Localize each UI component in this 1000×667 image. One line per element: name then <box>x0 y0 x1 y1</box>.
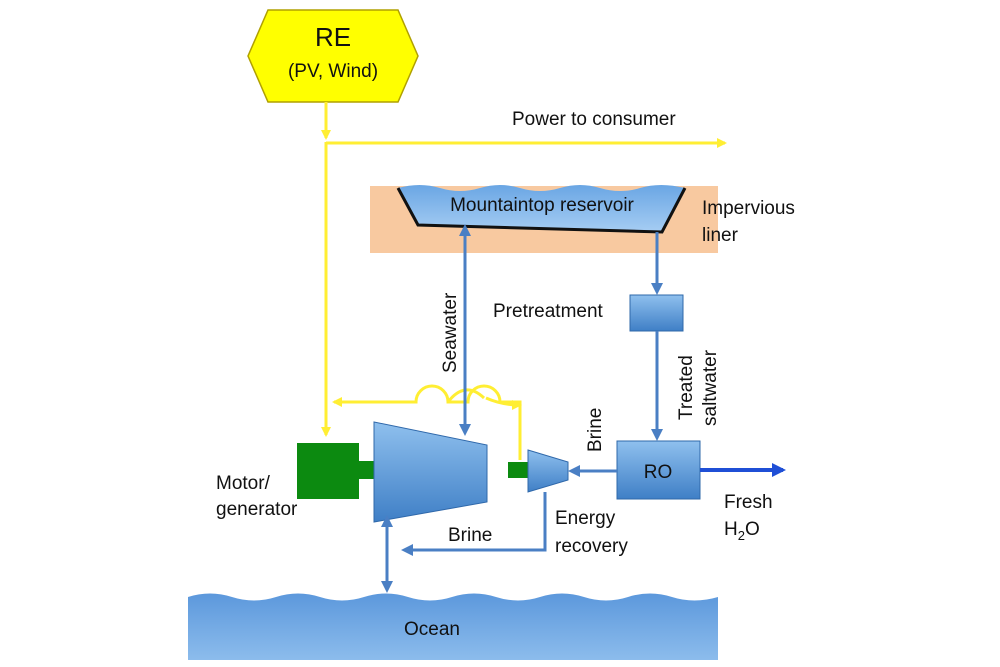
energy-recovery-shaft <box>508 462 528 478</box>
fresh-h2o-label: H2O <box>724 519 760 543</box>
motor-shaft <box>359 461 375 479</box>
fresh-h: H <box>724 519 738 540</box>
motor-generator-label-line1: Motor/ <box>216 473 271 494</box>
power-to-consumer-label: Power to consumer <box>512 109 676 130</box>
pump-turbine <box>373 421 488 523</box>
liner-label-line1: Impervious <box>702 198 795 219</box>
motor-generator-label-line2: generator <box>216 499 298 520</box>
brine-bottom-label: Brine <box>448 525 492 546</box>
re-hexagon <box>247 9 419 103</box>
energy-recovery-label-line1: Energy <box>555 508 616 529</box>
liner-label-line2: liner <box>702 225 739 246</box>
re-title: RE <box>315 22 351 52</box>
ro-label: RO <box>644 462 673 483</box>
energy-recovery-label-line2: recovery <box>555 536 628 557</box>
ocean <box>188 593 718 660</box>
energy-recovery-device <box>527 449 569 493</box>
treated-label: Treated <box>676 355 697 420</box>
motor-generator-block <box>297 443 359 499</box>
mountaintop-reservoir <box>398 185 685 232</box>
re-subtitle: (PV, Wind) <box>288 61 378 82</box>
seawater-label: Seawater <box>440 292 461 373</box>
power-recovery-arrow <box>485 396 522 410</box>
pretreatment-box <box>629 294 684 332</box>
brine-recovery-to-ocean-line <box>401 492 547 556</box>
fresh-o: O <box>745 519 760 540</box>
reservoir-label: Mountaintop reservoir <box>450 195 634 216</box>
brine-vertical-label: Brine <box>585 408 606 452</box>
pretreatment-label: Pretreatment <box>493 301 604 322</box>
ocean-label: Ocean <box>404 619 460 640</box>
fresh-sub-2: 2 <box>738 528 745 543</box>
fresh-label: Fresh <box>724 492 773 513</box>
saltwater-label: saltwater <box>700 349 721 426</box>
impervious-liner <box>396 187 687 234</box>
